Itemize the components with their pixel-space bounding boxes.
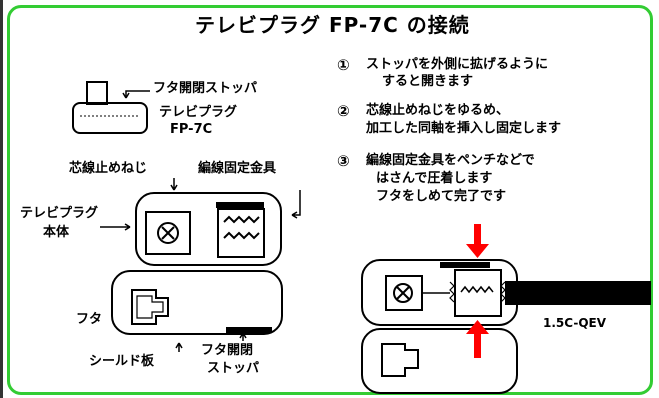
left-edge-bar bbox=[0, 0, 3, 398]
plug-stopper-tab bbox=[86, 81, 108, 105]
page-title: テレビプラグ FP-7C の接続 bbox=[195, 13, 470, 37]
assembled-braid-fitting bbox=[454, 269, 502, 317]
plug-body-label-2: 本体 bbox=[43, 225, 70, 240]
cable-label: 1.5C-QEV bbox=[543, 316, 607, 330]
small-plug-illustration bbox=[72, 81, 148, 134]
step-1-number: ① bbox=[337, 56, 350, 74]
step-3-number: ③ bbox=[337, 152, 350, 170]
lid-large bbox=[111, 270, 283, 335]
lid-label: フタ bbox=[76, 312, 103, 327]
braid-fitting bbox=[217, 208, 265, 258]
step-2-line-1: 芯線止めねじをゆるめ、 bbox=[366, 103, 510, 118]
plug-body-large bbox=[135, 192, 282, 266]
plug-model-label: FP-7C bbox=[170, 122, 213, 137]
step-3-line-2: はさんで圧着します bbox=[376, 171, 493, 186]
lid-stopper-bottom-label: フタ開閉 bbox=[201, 343, 254, 358]
braid-fitting-pointer bbox=[291, 190, 301, 219]
step-2-line-2: 加工した同軸を挿入し固定します bbox=[366, 121, 562, 136]
lid-socket bbox=[131, 289, 169, 325]
step-1-line-2: すると開きます bbox=[382, 74, 474, 89]
assembled-lid-socket bbox=[381, 343, 419, 377]
shield-plate-pointer bbox=[175, 342, 183, 352]
core-screw-label: 芯線止めねじ bbox=[69, 161, 148, 176]
step-1-line-1: ストッパを外側に拡げるように bbox=[366, 57, 549, 72]
press-arrows bbox=[466, 224, 489, 358]
plug-body-pointer bbox=[100, 223, 131, 231]
plug-name-label: テレビプラグ bbox=[159, 105, 238, 120]
core-screw-pointer bbox=[170, 178, 178, 191]
lid-stopper-bottom-label-2: ストッパ bbox=[207, 361, 260, 376]
braid-fitting-label: 編線固定金具 bbox=[198, 161, 277, 176]
diagram-panel bbox=[7, 5, 653, 395]
small-plug-body bbox=[72, 102, 148, 134]
lid-stopper-top-label: フタ開閉ストッパ bbox=[153, 81, 258, 96]
step-3-line-3: フタをしめて完了です bbox=[376, 189, 507, 204]
assembled-plug bbox=[361, 259, 518, 394]
step-2-number: ② bbox=[337, 102, 350, 120]
core-screw-housing bbox=[145, 211, 191, 255]
lid-stopper-pointer bbox=[122, 90, 150, 99]
shield-plate-label: シールド板 bbox=[89, 354, 155, 369]
coax-cable bbox=[505, 281, 651, 305]
step-3-line-1: 編線固定金具をペンチなどで bbox=[366, 153, 535, 168]
plug-body-label: テレビプラグ bbox=[20, 206, 99, 221]
